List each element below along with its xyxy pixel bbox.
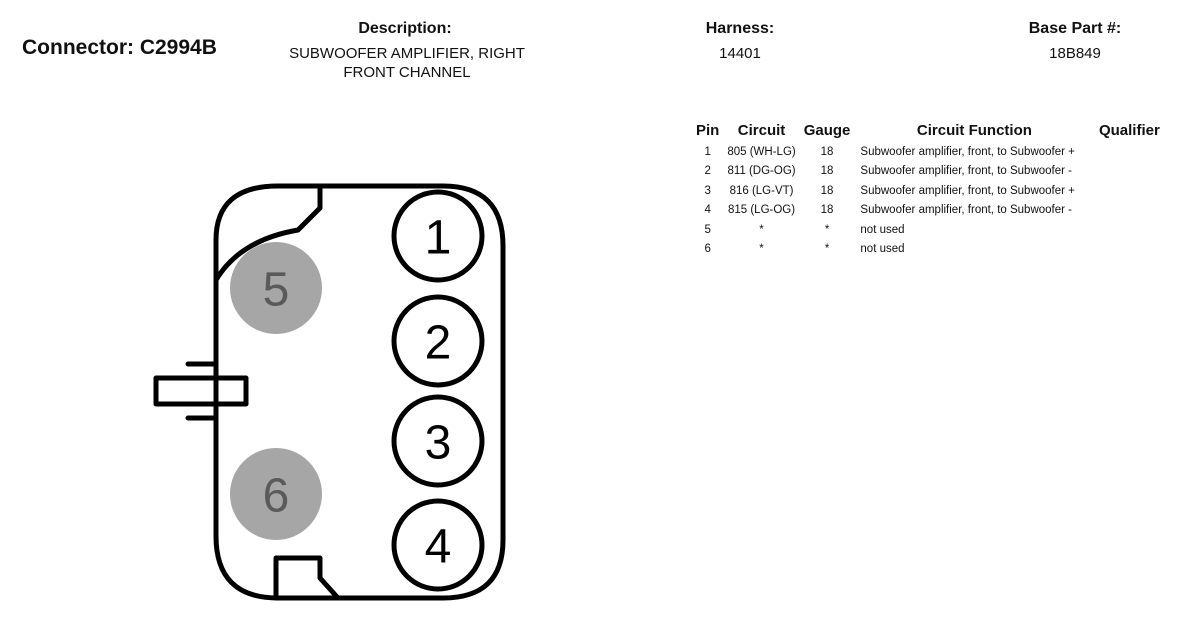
cell-gauge: 18 xyxy=(820,204,834,217)
pin-cavity-5-unused xyxy=(230,242,322,334)
table-row: 5 * * not used xyxy=(692,220,1164,240)
header-qualifier: Qualifier xyxy=(1098,122,1160,139)
cell-function: Subwoofer amplifier, front, to Subwoofer… xyxy=(860,165,1072,178)
pin-cavity-2 xyxy=(391,294,485,388)
base-part-value: 18B849 xyxy=(1049,45,1101,62)
cell-gauge: * xyxy=(824,243,830,256)
pin-number-6: 6 xyxy=(263,470,290,523)
cell-circuit: 811 (DG-OG) xyxy=(727,165,796,178)
header-function: Circuit Function xyxy=(916,122,1032,139)
cell-circuit: * xyxy=(759,243,764,256)
cell-pin: 2 xyxy=(704,165,711,178)
cell-function: not used xyxy=(860,223,905,236)
cell-pin: 1 xyxy=(704,145,711,158)
table-row: 4 815 (LG-OG) 18 Subwoofer amplifier, fr… xyxy=(692,201,1164,221)
description-line-1: SUBWOOFER AMPLIFIER, RIGHT xyxy=(289,45,525,62)
cell-gauge: 18 xyxy=(820,145,834,158)
side-latch xyxy=(153,361,249,421)
cell-circuit: 805 (WH-LG) xyxy=(727,145,796,158)
cell-function: Subwoofer amplifier, front, to Subwoofer… xyxy=(860,184,1075,197)
cell-pin: 4 xyxy=(704,204,711,217)
cell-function: Subwoofer amplifier, front, to Subwoofer… xyxy=(860,204,1072,217)
cell-circuit: * xyxy=(759,223,764,236)
table-row: 1 805 (WH-LG) 18 Subwoofer amplifier, fr… xyxy=(692,142,1164,162)
pin-table: Pin Circuit Gauge Circuit Function Quali… xyxy=(692,122,1164,259)
table-row: 2 811 (DG-OG) 18 Subwoofer amplifier, fr… xyxy=(692,162,1164,182)
description-value: SUBWOOFER AMPLIFIER, RIGHT FRONT CHANNEL xyxy=(262,44,552,82)
pin-cavity-1 xyxy=(391,189,485,283)
housing-outline xyxy=(213,183,506,601)
cell-pin: 5 xyxy=(704,223,711,236)
pin-number-2: 2 xyxy=(425,317,452,370)
harness-label: Harness: xyxy=(705,20,775,37)
cell-function: not used xyxy=(860,243,905,256)
description-label: Description: xyxy=(358,20,452,37)
header-gauge: Gauge xyxy=(803,122,851,139)
cell-gauge: * xyxy=(824,223,830,236)
cell-function: Subwoofer amplifier, front, to Subwoofer… xyxy=(860,145,1075,158)
base-part-label: Base Part #: xyxy=(1028,20,1122,37)
description-line-2: FRONT CHANNEL xyxy=(343,64,471,81)
table-row: 6 * * not used xyxy=(692,240,1164,260)
pin-number-4: 4 xyxy=(425,521,452,574)
connector-title: Connector: C2994B xyxy=(22,36,217,59)
pin-cavity-3 xyxy=(391,394,485,488)
harness-value: 14401 xyxy=(719,45,761,62)
pin-number-5: 5 xyxy=(263,264,290,317)
bottom-key-notch xyxy=(273,555,341,601)
pin-number-3: 3 xyxy=(425,417,452,470)
cell-circuit: 815 (LG-OG) xyxy=(727,204,796,217)
header-circuit: Circuit xyxy=(737,122,786,139)
cell-pin: 6 xyxy=(704,243,711,256)
pin-cavity-4 xyxy=(391,498,485,592)
table-row: 3 816 (LG-VT) 18 Subwoofer amplifier, fr… xyxy=(692,181,1164,201)
cell-gauge: 18 xyxy=(820,184,834,197)
cell-pin: 3 xyxy=(704,184,711,197)
pin-number-1: 1 xyxy=(425,212,452,265)
cell-gauge: 18 xyxy=(820,165,834,178)
pin-cavity-6-unused xyxy=(230,448,322,540)
header-pin: Pin xyxy=(696,122,720,139)
cell-circuit: 816 (LG-VT) xyxy=(729,184,794,197)
top-key-notch xyxy=(213,183,323,283)
pin-table-header: Pin Circuit Gauge Circuit Function Quali… xyxy=(692,122,1164,142)
connector-housing xyxy=(153,183,506,601)
